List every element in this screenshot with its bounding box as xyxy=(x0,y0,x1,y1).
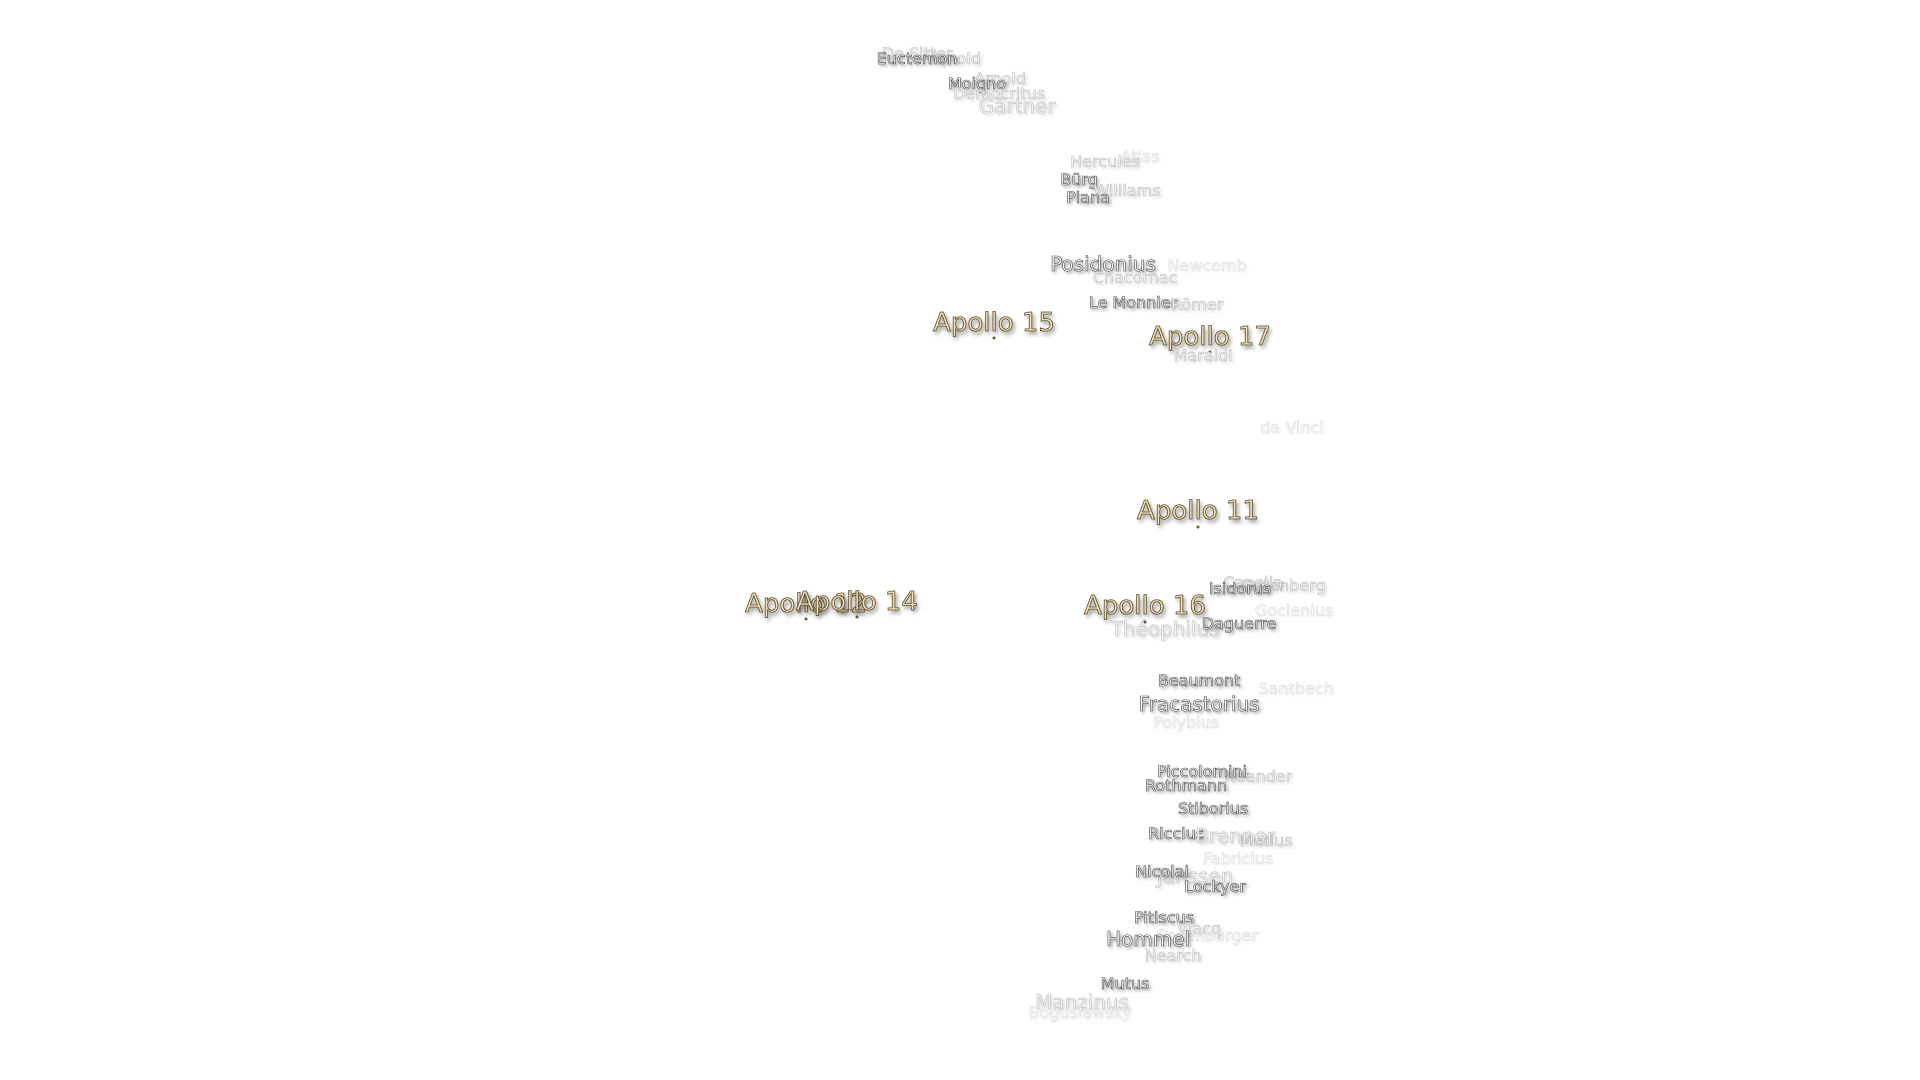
crater-label[interactable]: Polybius xyxy=(1153,713,1219,732)
crater-label[interactable]: Moigno xyxy=(947,74,1007,93)
crater-label[interactable]: da Vinci xyxy=(1260,418,1324,437)
crater-label[interactable]: Plana xyxy=(1066,188,1110,207)
crater-label[interactable]: Pitiscus xyxy=(1133,908,1195,927)
crater-label[interactable]: Nicolai xyxy=(1135,862,1189,881)
apollo-14-label[interactable]: Apollo 14 xyxy=(796,587,919,617)
crater-label[interactable]: Isidorus xyxy=(1208,579,1272,598)
crater-label[interactable]: Atlas xyxy=(1120,147,1160,166)
crater-label[interactable]: Fabricius xyxy=(1202,849,1274,868)
crater-label[interactable]: Vlacq xyxy=(1176,919,1222,938)
crater-label[interactable]: Nearch xyxy=(1144,946,1202,965)
crater-label[interactable]: Rosenberger xyxy=(1156,926,1258,945)
apollo-17-site-marker[interactable] xyxy=(1208,350,1212,354)
crater-label[interactable]: Riccius xyxy=(1147,824,1205,843)
crater-label[interactable]: Stiborius xyxy=(1177,799,1249,818)
crater-label[interactable]: Beaumont xyxy=(1157,671,1241,690)
crater-label[interactable]: Manzinus xyxy=(1034,990,1130,1014)
crater-label[interactable]: Democritus xyxy=(952,84,1046,103)
crater-label[interactable]: Arnold xyxy=(929,49,981,68)
apollo-15-label[interactable]: Apollo 15 xyxy=(933,308,1056,338)
crater-label[interactable]: Boguslawsky xyxy=(1028,1003,1132,1022)
crater-label[interactable]: Gärtner xyxy=(978,94,1056,118)
apollo-16-site-marker[interactable] xyxy=(1143,620,1147,624)
crater-label[interactable]: Williams xyxy=(1093,181,1161,200)
crater-label[interactable]: Lockyer xyxy=(1184,877,1246,896)
crater-label[interactable]: Arnold xyxy=(974,69,1026,88)
apollo-12-site-marker[interactable] xyxy=(804,617,808,621)
crater-label[interactable]: Brenner xyxy=(1195,824,1275,848)
crater-label[interactable]: De Sitter xyxy=(881,44,953,63)
crater-label[interactable]: Fracastorius xyxy=(1138,692,1260,716)
crater-label[interactable]: Capella xyxy=(1223,573,1283,592)
apollo-14-site-marker[interactable] xyxy=(855,615,859,619)
crater-label[interactable]: Neander xyxy=(1223,767,1293,786)
crater-label[interactable]: Posidonius xyxy=(1050,252,1156,276)
crater-label[interactable]: Hommel xyxy=(1105,927,1191,951)
crater-label[interactable]: Janssen xyxy=(1156,864,1234,888)
crater-label[interactable]: Römer xyxy=(1170,295,1224,314)
crater-label[interactable]: Goclenius xyxy=(1254,601,1334,620)
crater-label[interactable]: Daguerre xyxy=(1201,614,1277,633)
apollo-12-label[interactable]: Apollo 12 xyxy=(745,589,868,619)
crater-label[interactable]: Bürg xyxy=(1060,170,1098,189)
apollo-15-site-marker[interactable] xyxy=(992,336,996,340)
crater-label[interactable]: Théophilus xyxy=(1110,617,1220,641)
apollo-11-site-marker[interactable] xyxy=(1196,525,1200,529)
crater-label[interactable]: Maraldi xyxy=(1173,346,1233,365)
crater-label[interactable]: Rothmann xyxy=(1144,776,1228,795)
crater-label[interactable]: Newcomb xyxy=(1167,256,1247,275)
apollo-17-label[interactable]: Apollo 17 xyxy=(1149,322,1272,352)
crater-label[interactable]: Mutus xyxy=(1100,974,1150,993)
apollo-16-label[interactable]: Apollo 16 xyxy=(1084,591,1207,621)
apollo-11-label[interactable]: Apollo 11 xyxy=(1137,496,1260,526)
crater-label[interactable]: Piccolomini xyxy=(1157,762,1248,781)
crater-label[interactable]: Hercules xyxy=(1070,152,1140,171)
crater-label[interactable]: Metius xyxy=(1239,831,1293,850)
crater-label[interactable]: Chacornac xyxy=(1092,268,1178,287)
crater-label[interactable]: Le Monnier xyxy=(1088,293,1178,312)
crater-label[interactable]: Gutenberg xyxy=(1240,576,1326,595)
crater-label[interactable]: Euctemon xyxy=(876,49,958,68)
crater-label[interactable]: Santbech xyxy=(1258,679,1334,698)
